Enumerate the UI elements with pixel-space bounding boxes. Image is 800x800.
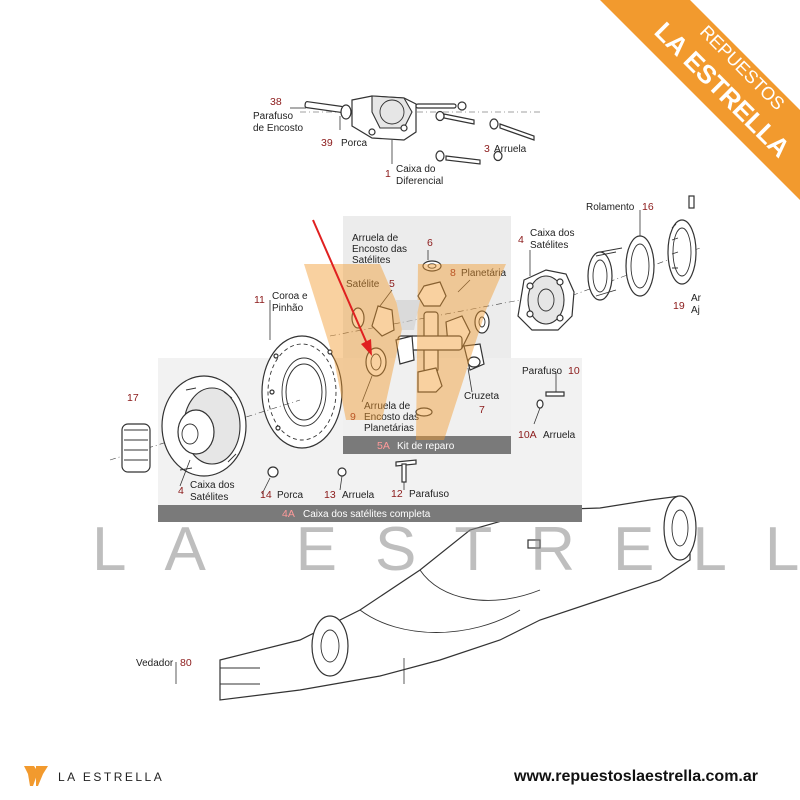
part-8-number: 8	[450, 267, 456, 279]
part-10a-label: Arruela	[543, 430, 576, 441]
complete-assembly-bar: 4A Caixa dos satélites completa	[158, 505, 582, 522]
part-13-number: 13	[324, 489, 336, 501]
part-6-label: Arruela de	[352, 233, 399, 244]
brand-logo-overlay-icon	[304, 264, 506, 440]
part-10-label: Parafuso	[522, 366, 562, 377]
part-4-bottom-number: 4	[178, 485, 184, 497]
part-11-number: 11	[254, 294, 265, 306]
part-labels: 38 Parafuso de Encosto 39 Porca 1 Caixa …	[127, 96, 702, 669]
part-10-number: 10	[568, 365, 580, 377]
part-3-number: 3	[484, 143, 490, 155]
kit-bar-label: Kit de reparo	[397, 441, 455, 452]
part-9-label-2: Encosto das	[364, 412, 419, 423]
part-1-number: 1	[385, 168, 391, 180]
part-1-label-2: Diferencial	[396, 176, 443, 187]
part-19-number: 19	[673, 300, 685, 312]
part-11-label: Coroa e	[272, 291, 308, 302]
part-16-number: 16	[642, 201, 654, 213]
part-5-label: Satélite	[346, 279, 380, 290]
part-13-label: Arruela	[342, 490, 375, 501]
part-7-number: 7	[479, 404, 485, 416]
part-3-label: Arruela	[494, 144, 527, 155]
bearing-assembly	[559, 195, 701, 301]
part-7-label: Cruzeta	[464, 391, 499, 402]
complete-bar-label: Caixa dos satélites completa	[303, 509, 431, 520]
part-11-label-2: Pinhão	[272, 303, 304, 314]
part-8-label: Planetária	[461, 268, 506, 279]
part-39-label: Porca	[341, 138, 368, 149]
footer-brand-name: LA ESTRELLA	[58, 770, 165, 784]
part-19-label-2: Aj	[691, 305, 700, 316]
highlight-arrow-icon	[312, 219, 372, 356]
part-9-label-3: Planetárias	[364, 423, 414, 434]
kit-bar: 5A Kit de reparo	[343, 436, 511, 454]
differential-case-top	[300, 95, 540, 165]
part-4-bottom-label-2: Satélites	[190, 492, 228, 503]
part-6-number: 6	[427, 237, 433, 249]
part-38-label-2: de Encosto	[253, 123, 303, 134]
complete-bar-number: 4A	[282, 508, 295, 520]
part-4-top-number: 4	[518, 234, 524, 246]
part-9-number: 9	[350, 411, 356, 423]
part-4-top-label: Caixa dos	[530, 228, 574, 239]
part-9-label: Arruela de	[364, 401, 411, 412]
part-12-number: 12	[391, 488, 403, 500]
footer-website-url[interactable]: www.repuestoslaestrella.com.ar	[514, 768, 758, 785]
part-80-label: Vedador	[136, 658, 174, 669]
ring-gear	[261, 335, 343, 449]
watermark-text: LA ESTRELLA	[92, 515, 800, 584]
kit-bar-number: 5A	[377, 440, 390, 452]
part-80-number: 80	[180, 657, 192, 669]
leader-lines	[175, 107, 641, 684]
part-14-label: Porca	[277, 490, 304, 501]
footer-logo-icon	[24, 766, 48, 786]
part-14-number: 14	[260, 489, 272, 501]
part-10a-number: 10A	[518, 429, 537, 441]
part-4-top-label-2: Satélites	[530, 240, 568, 251]
part-1-label: Caixa do	[396, 164, 436, 175]
part-38-label: Parafuso	[253, 111, 293, 122]
part-4-bottom-label: Caixa dos	[190, 480, 234, 491]
part-16-label: Rolamento	[586, 202, 635, 213]
part-5-number: 5	[389, 278, 395, 290]
satellite-case-right	[517, 269, 575, 331]
part-17-number: 17	[127, 392, 139, 404]
part-38-number: 38	[270, 96, 282, 108]
repair-kit-parts	[329, 260, 521, 417]
part-39-number: 39	[321, 137, 333, 149]
fasteners-bottom	[267, 391, 565, 483]
axle-housing	[219, 495, 697, 701]
part-12-label: Parafuso	[409, 489, 449, 500]
satellite-case-left	[109, 375, 301, 477]
corner-banner: REPUESTOS LA ESTRELLA	[600, 0, 800, 200]
part-6-label-3: Satélites	[352, 255, 390, 266]
part-19-label: Ar	[691, 293, 702, 304]
part-6-label-2: Encosto das	[352, 244, 407, 255]
